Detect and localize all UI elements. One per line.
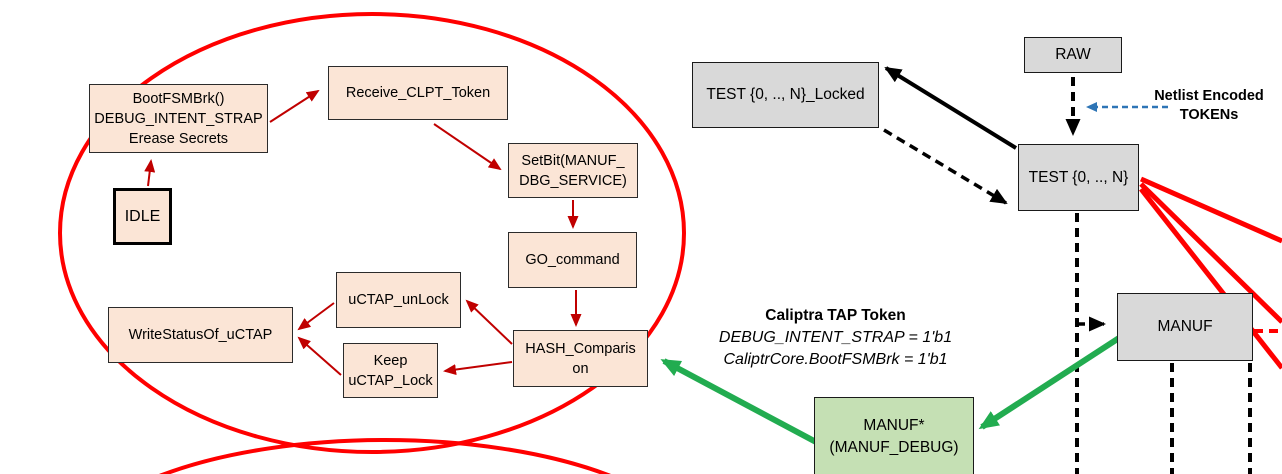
- netlist-encoded-tokens-label: Netlist Encoded TOKENs: [1136, 87, 1282, 125]
- annotation-line: DEBUG_INTENT_STRAP = 1'b1: [718, 329, 953, 346]
- red-line-test-1: [1139, 176, 1282, 244]
- state-label: on: [572, 360, 589, 377]
- state-idle: IDLE: [113, 188, 172, 245]
- annotation-line: CaliptrCore.BootFSMBrk = 1'b1: [723, 351, 948, 368]
- arrow-idle-to-bootfsm: [144, 159, 156, 187]
- state-label: uCTAP_Lock: [348, 372, 433, 389]
- state-label: DEBUG_INTENT_STRAP: [94, 110, 263, 127]
- annotation-title: Caliptra TAP Token: [765, 307, 906, 324]
- arrow-receive-to-setbit: [433, 123, 502, 171]
- state-receive-clpt-token: Receive_CLPT_Token: [328, 66, 508, 120]
- state-label: WriteStatusOf_uCTAP: [128, 327, 273, 343]
- annotation-line: Netlist Encoded: [1154, 88, 1264, 104]
- state-bootfsmbrk: BootFSMBrk() DEBUG_INTENT_STRAP Erease S…: [89, 84, 268, 153]
- state-setbit-manuf-dbg-service: SetBit(MANUF_ DBG_SERVICE): [508, 143, 638, 198]
- arrow-testlocked-to-test-dashed: [883, 128, 1008, 205]
- state-label: Keep: [373, 352, 408, 369]
- state-label: Receive_CLPT_Token: [345, 85, 491, 101]
- arrow-test-to-testlocked: [884, 66, 1018, 150]
- lifecycle-test: TEST {0, .., N}: [1018, 144, 1139, 211]
- lifecycle-label: (MANUF_DEBUG): [829, 439, 959, 456]
- arrow-keeplock-to-writestatus: [297, 336, 342, 376]
- state-label: GO_command: [525, 252, 620, 268]
- state-go-command: GO_command: [508, 232, 637, 288]
- caliptra-tap-token-label: Caliptra TAP Token DEBUG_INTENT_STRAP = …: [678, 305, 993, 371]
- state-label: SetBit(MANUF_: [521, 152, 625, 169]
- lifecycle-manuf: MANUF: [1117, 293, 1253, 361]
- annotation-line: TOKENs: [1179, 107, 1239, 123]
- arrow-hash-to-unlock: [465, 299, 513, 345]
- lifecycle-test-locked: TEST {0, .., N}_Locked: [692, 62, 879, 128]
- state-writestatus-uctap: WriteStatusOf_uCTAP: [108, 307, 293, 363]
- lifecycle-label: TEST {0, .., N}_Locked: [706, 86, 865, 103]
- red-loop-ellipse-upper: [58, 12, 686, 454]
- arrow-unlock-to-writestatus: [297, 302, 335, 331]
- state-hash-comparison: HASH_Comparis on: [513, 330, 648, 387]
- lifecycle-raw: RAW: [1024, 37, 1122, 73]
- state-label: IDLE: [124, 207, 161, 225]
- red-loop-ellipse-lower: [159, 438, 611, 474]
- state-label: uCTAP_unLock: [348, 292, 449, 308]
- arrow-manufdebug-to-hash-green: [660, 358, 818, 445]
- state-label: DBG_SERVICE): [519, 172, 627, 189]
- red-line-test-3: [1139, 187, 1282, 370]
- lifecycle-manuf-debug: MANUF* (MANUF_DEBUG): [814, 397, 974, 474]
- state-label: HASH_Comparis: [525, 340, 636, 357]
- arrow-bootfsm-to-receive: [269, 89, 320, 123]
- lifecycle-label: MANUF: [1157, 318, 1213, 335]
- state-label: BootFSMBrk(): [132, 90, 225, 107]
- state-uctap-unlock: uCTAP_unLock: [336, 272, 461, 328]
- lifecycle-label: RAW: [1055, 46, 1091, 63]
- state-label: Erease Secrets: [128, 130, 229, 147]
- lifecycle-label: MANUF*: [863, 417, 925, 434]
- arrow-manuf-to-manufdebug-green: [978, 335, 1121, 430]
- state-keep-uctap-lock: Keep uCTAP_Lock: [343, 343, 438, 398]
- arrow-hash-to-keeplock: [443, 361, 513, 375]
- red-line-test-2: [1139, 182, 1282, 324]
- lifecycle-label: TEST {0, .., N}: [1028, 168, 1129, 186]
